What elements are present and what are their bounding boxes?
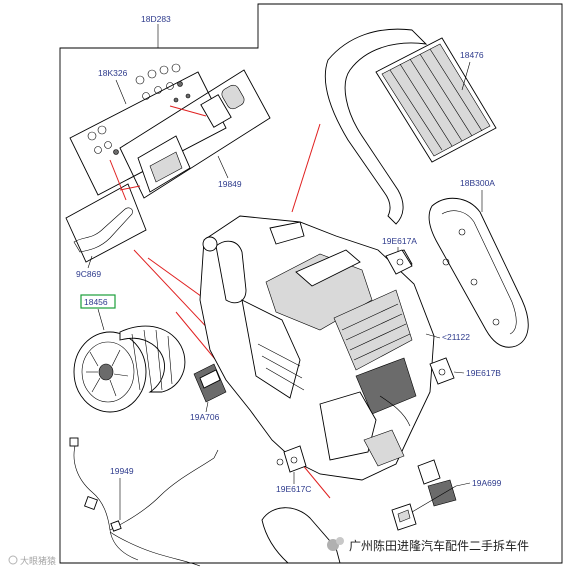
pipe-box bbox=[65, 183, 147, 263]
o-ring-set bbox=[87, 63, 191, 155]
valve-b-part bbox=[429, 357, 455, 385]
label-18456: 18456 bbox=[84, 297, 108, 307]
door-box bbox=[119, 69, 271, 199]
svg-text:大眼猪猿: 大眼猪猿 bbox=[20, 555, 56, 567]
heater-core bbox=[324, 28, 497, 225]
watermark-left: 大眼猪猿 bbox=[8, 555, 56, 567]
svg-text:广州陈田进隆汽车配件二手拆车件: 广州陈田进隆汽车配件二手拆车件 bbox=[349, 538, 529, 553]
valve-a-part bbox=[385, 249, 413, 275]
door-parts bbox=[137, 84, 245, 193]
blower-label-highlight bbox=[80, 294, 116, 309]
label-19949: 19949 bbox=[110, 466, 134, 476]
label-19E617C: 19E617C bbox=[276, 484, 311, 494]
label-19A699: 19A699 bbox=[472, 478, 502, 488]
label-18K326: 18K326 bbox=[98, 68, 128, 78]
seal-part bbox=[428, 197, 529, 348]
actuator-part bbox=[391, 459, 457, 531]
lower-duct bbox=[261, 507, 341, 564]
hvac-housing bbox=[199, 215, 435, 481]
blower-motor-part bbox=[73, 325, 186, 413]
label-19E617A: 19E617A bbox=[382, 236, 417, 246]
kit-box bbox=[69, 71, 227, 196]
label-9C869: 9C869 bbox=[76, 269, 101, 279]
label-18D283: 18D283 bbox=[141, 14, 171, 24]
label-19849: 19849 bbox=[218, 179, 242, 189]
pipe-part bbox=[73, 207, 133, 253]
label-21122: <21122 bbox=[442, 332, 470, 342]
valve-c-part bbox=[276, 445, 307, 473]
resistor-part bbox=[193, 363, 227, 403]
assembly-frame bbox=[59, 3, 563, 564]
label-18476: 18476 bbox=[460, 50, 484, 60]
wiring-harness bbox=[69, 437, 219, 567]
label-19E617B: 19E617B bbox=[466, 368, 501, 378]
label-18B300A: 18B300A bbox=[460, 178, 495, 188]
label-19A706: 19A706 bbox=[190, 412, 220, 422]
watermark-right: 广州陈田进隆汽车配件二手拆车件 bbox=[327, 537, 529, 553]
